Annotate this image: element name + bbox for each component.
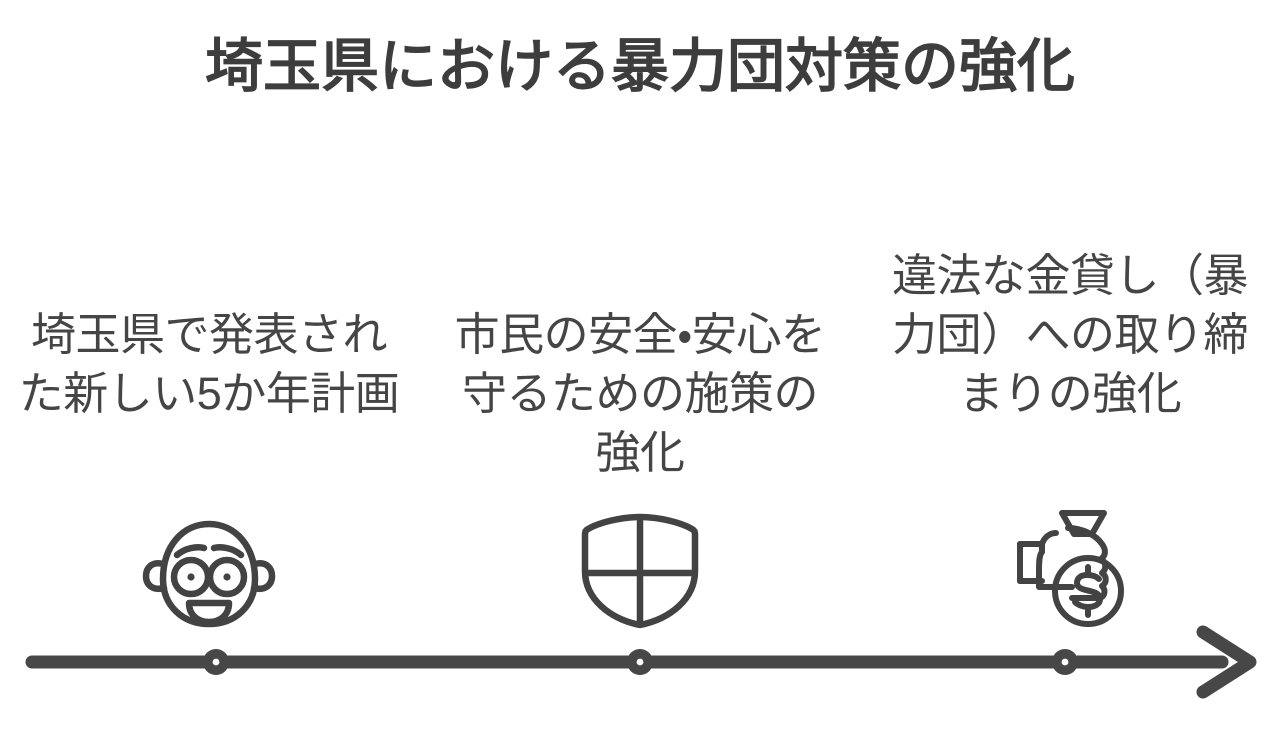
timeline-axis bbox=[0, 612, 1280, 712]
milestone-item-1: 埼玉県で発表された新しい5か年計画 bbox=[14, 232, 404, 632]
hand-money-bag-icon bbox=[875, 504, 1265, 629]
smiling-face-icon bbox=[14, 504, 404, 629]
milestone-item-3: 違法な金貸し（暴力団）への取り締まりの強化 bbox=[875, 232, 1265, 632]
page-title: 埼玉県における暴力団対策の強化 bbox=[204, 34, 1075, 99]
timeline-dot-1 bbox=[203, 649, 229, 675]
milestone-label-3: 違法な金貸し（暴力団）への取り締まりの強化 bbox=[891, 250, 1249, 419]
milestone-columns: 埼玉県で発表された新しい5か年計画 bbox=[0, 232, 1280, 632]
timeline-dot-2 bbox=[627, 649, 653, 675]
milestone-label-1: 埼玉県で発表された新しい5か年計画 bbox=[18, 309, 400, 419]
timeline-dot-3 bbox=[1052, 649, 1078, 675]
shield-icon bbox=[445, 504, 835, 629]
milestone-item-2: 市民の安全・安心を守るための施策の強化 bbox=[445, 232, 835, 632]
milestone-label-2: 市民の安全・安心を守るための施策の強化 bbox=[454, 309, 826, 478]
